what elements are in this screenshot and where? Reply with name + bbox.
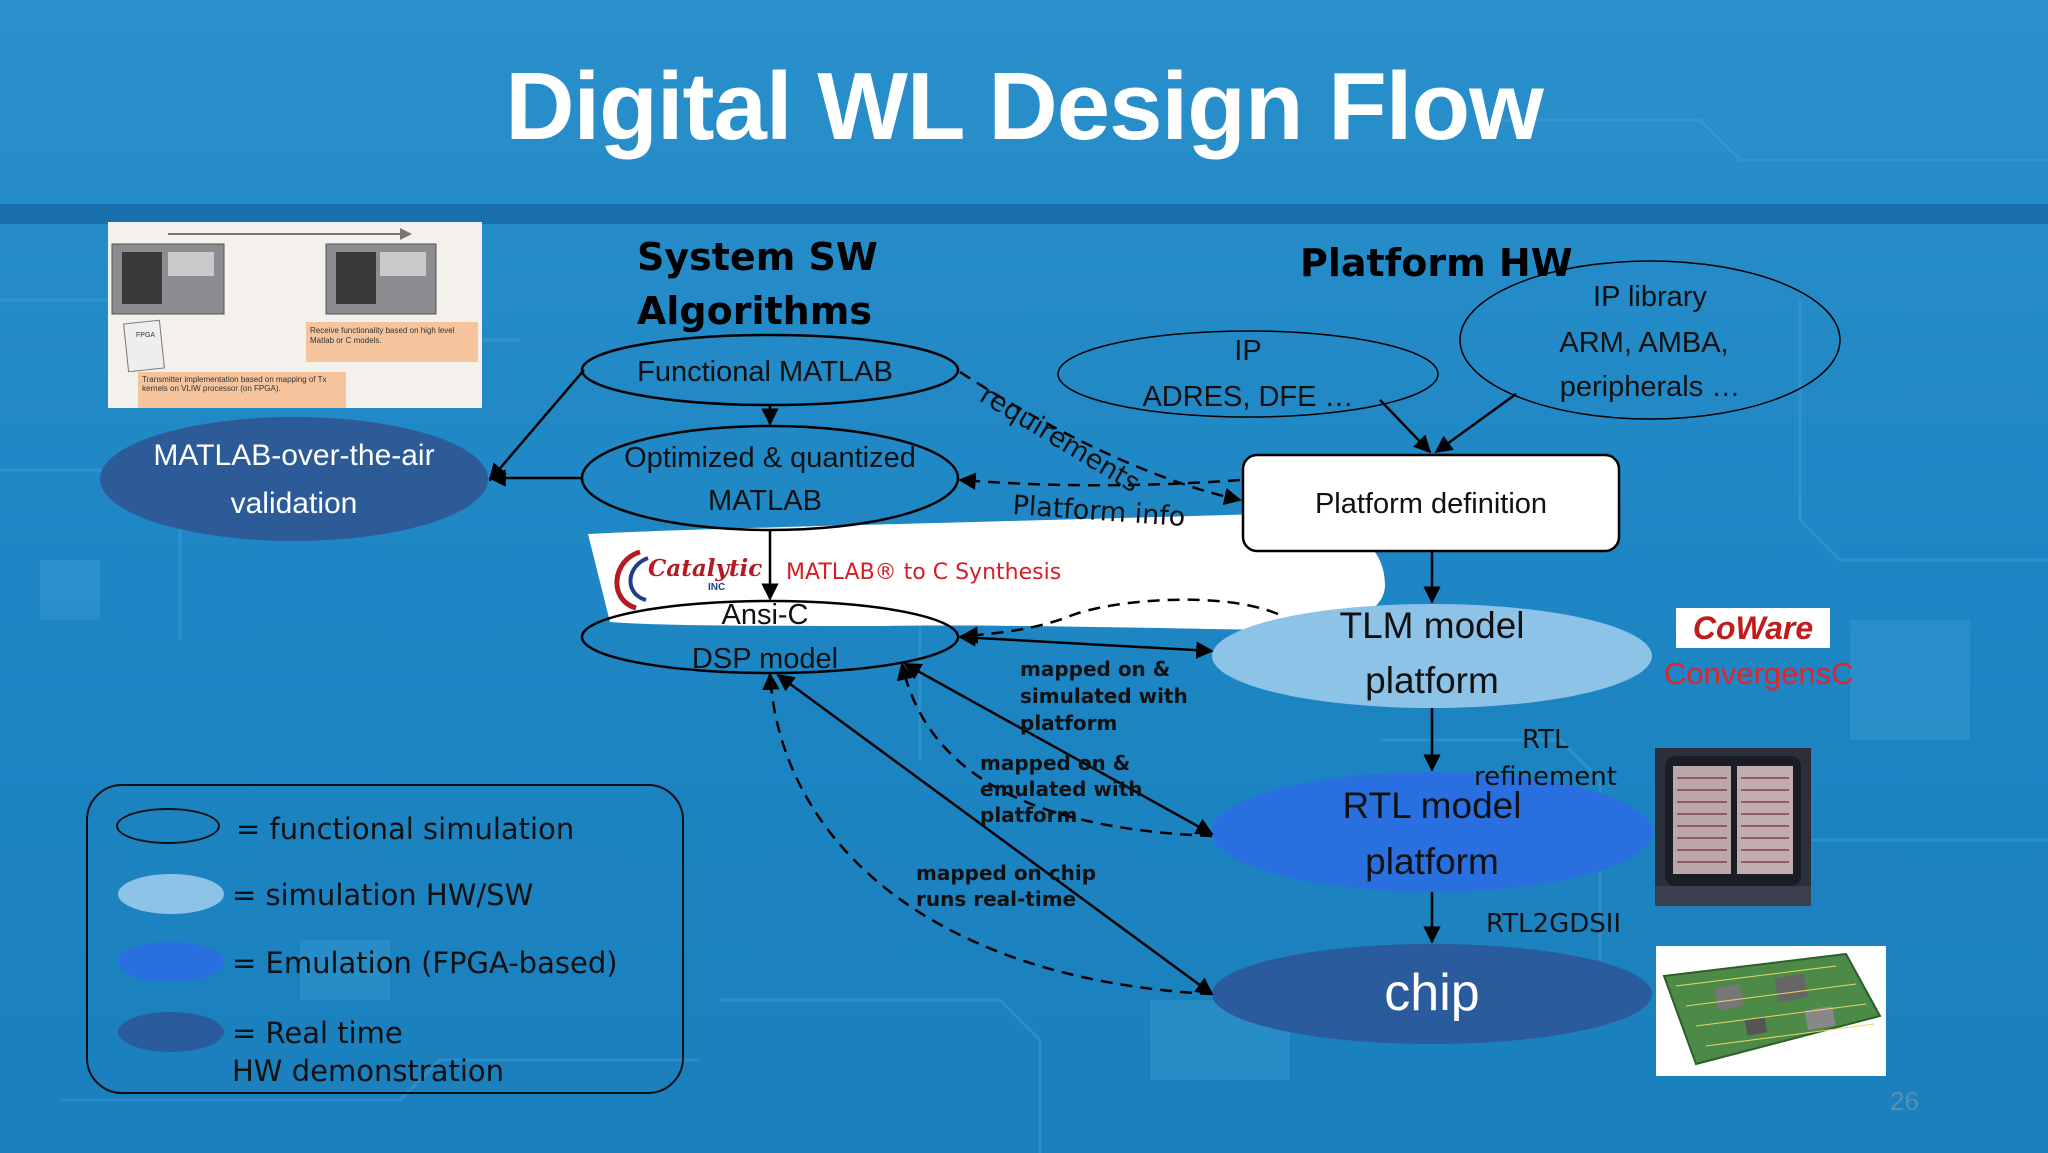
convergensc-label: ConvergensC xyxy=(1664,656,1854,691)
dashed-rtl-feedback xyxy=(896,662,1213,838)
header-platform-hw: Platform HW xyxy=(1300,241,1573,285)
mapped-sim-label-1: mapped on & xyxy=(1020,657,1170,681)
mapped-chip-label-2: runs real-time xyxy=(916,887,1076,911)
photo-fpga-caption: FPGA xyxy=(136,332,156,339)
functional-matlab-label: Functional MATLAB xyxy=(637,356,893,388)
ansi-c-label-2: DSP model xyxy=(692,643,838,675)
mapped-emu-label-2: emulated with xyxy=(980,777,1143,801)
arrow-ansi-chip xyxy=(776,673,1214,996)
tlm-model-node xyxy=(1212,604,1652,708)
legend-swatch-dark xyxy=(118,1012,224,1052)
photo-rx-caption: Receive functionality based on high leve… xyxy=(310,326,455,345)
platform-definition-label: Platform definition xyxy=(1315,488,1547,520)
chip-node xyxy=(1212,944,1652,1044)
chip-board-photo xyxy=(1656,946,1886,1076)
ota-demo-photo: FPGA Receive functionality based on high… xyxy=(108,222,482,408)
mapped-sim-label-2: simulated with xyxy=(1020,684,1188,708)
tlm-label-1: TLM model xyxy=(1339,605,1524,646)
optimized-label-2: MATLAB xyxy=(708,485,822,517)
mapped-emu-label-3: platform xyxy=(980,803,1077,827)
dashed-chip-feedback xyxy=(762,672,1213,996)
emulator-photo xyxy=(1655,748,1811,906)
iplib-label-1: IP library xyxy=(1593,281,1707,313)
legend-item-realtime: = Real time HW demonstration xyxy=(88,998,682,1088)
legend-item-functional: = functional simulation xyxy=(88,800,682,860)
slide-title: Digital WL Design Flow xyxy=(505,53,1544,160)
legend-text-realtime: = Real time HW demonstration xyxy=(232,1016,505,1088)
header-system-sw: System SW xyxy=(637,235,878,279)
optimized-label-1: Optimized & quantized xyxy=(624,442,916,474)
ota-label-1: MATLAB-over-the-air xyxy=(153,439,434,472)
legend-item-simulation: = simulation HW/SW xyxy=(88,866,682,926)
mapped-sim-label-3: platform xyxy=(1020,711,1117,735)
rtl-label-2: platform xyxy=(1365,841,1499,882)
legend-box: = functional simulation = simulation HW/… xyxy=(86,784,684,1094)
iplib-label-3: peripherals … xyxy=(1560,371,1741,403)
page-number: 26 xyxy=(1890,1086,1919,1116)
arrow-functional-to-ota xyxy=(488,369,585,482)
rtl-refinement-label-2: refinement xyxy=(1474,762,1617,792)
legend-swatch-light xyxy=(118,874,224,914)
rtl-model-node xyxy=(1212,772,1652,892)
chip-label: chip xyxy=(1384,964,1479,1022)
ota-validation-node xyxy=(100,417,488,541)
legend-text-functional: = functional simulation xyxy=(236,812,575,846)
rtl-label-1: RTL model xyxy=(1343,785,1522,826)
legend-text-emulation: = Emulation (FPGA-based) xyxy=(232,946,618,980)
catalytic-logo: Catalytic INC xyxy=(614,549,762,611)
iplib-label-2: ARM, AMBA, xyxy=(1559,327,1728,359)
ota-label-2: validation xyxy=(231,487,358,520)
dashed-tlm-feedback xyxy=(960,598,1279,644)
dashed-requirements xyxy=(959,370,1242,506)
dashed-platform-info xyxy=(958,472,1241,490)
mapped-emu-label-1: mapped on & xyxy=(980,751,1130,775)
legend-text-simulation: = simulation HW/SW xyxy=(232,878,534,912)
arrow-ip-to-platform xyxy=(1379,399,1432,454)
legend-swatch-outline xyxy=(116,808,220,844)
ip-node xyxy=(1057,330,1439,418)
matlab-to-c-label: MATLAB® to C Synthesis xyxy=(786,560,1061,585)
header-algorithms: Algorithms xyxy=(637,289,872,333)
rtl-refinement-label-1: RTL xyxy=(1522,725,1569,755)
arrow-ansi-tlm xyxy=(958,629,1214,659)
ansi-c-label-1: Ansi-C xyxy=(721,599,808,631)
rtl2gdsii-label: RTL2GDSII xyxy=(1486,909,1621,939)
requirements-label: requirements xyxy=(974,379,1145,499)
legend-item-emulation: = Emulation (FPGA-based) xyxy=(88,932,682,992)
tlm-label-2: platform xyxy=(1365,660,1499,701)
ip-label-1: IP xyxy=(1234,335,1261,367)
catalytic-sub: INC xyxy=(708,582,725,593)
mapped-chip-label-1: mapped on chip xyxy=(916,861,1096,885)
ip-library-node xyxy=(1459,260,1841,420)
legend-swatch-medium xyxy=(118,942,224,982)
ip-label-2: ADRES, DFE … xyxy=(1142,381,1353,413)
coware-logo: CoWare xyxy=(1676,608,1830,648)
arrow-iplib-to-platform xyxy=(1434,392,1517,454)
photo-tx-caption: Transmitter implementation based on mapp… xyxy=(142,375,327,393)
catalytic-wordmark: Catalytic xyxy=(648,555,762,582)
